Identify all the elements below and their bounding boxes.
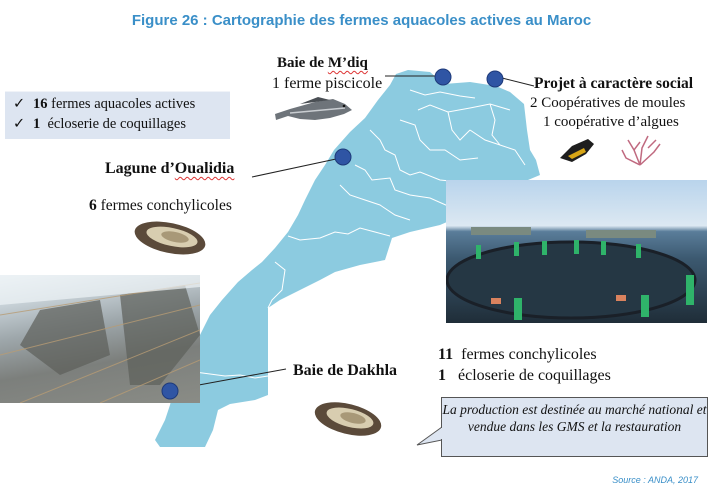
summary-count: 16 [33,96,48,112]
site-name-social-project: Projet à caractère social [534,75,694,92]
oyster-tables-illustration [0,275,200,403]
site-count: 1 [438,367,446,384]
checkmark-icon: ✓ [13,96,26,112]
checkmark-icon: ✓ [13,116,26,132]
summary-text: fermes aquacoles actives [51,96,196,112]
site-detail-oualidia: 6 fermes conchylicoles [89,197,232,215]
oyster-tables-photo [0,275,200,403]
region-borders [194,89,526,379]
callout-box: La production est destinée au marché nat… [441,397,708,457]
map-landmass [155,70,540,447]
site-detail-mussels: 2 Coopératives de moules [530,95,686,111]
fish-cage-illustration [446,227,697,320]
marker-mdiq[interactable] [434,68,452,86]
marker-oualidia[interactable] [334,148,352,166]
site-detail-dakhla-hatchery: 1 écloserie de coquillages [438,367,611,385]
site-detail-dakhla-farms: 11 fermes conchylicoles [438,346,597,364]
site-name-oualidia: Lagune d’Oualidia [105,160,235,177]
summary-item: ✓ 1 écloserie de coquillages [13,116,186,133]
summary-count: 1 [33,116,41,132]
summary-box: ✓ 16 fermes aquacoles actives ✓ 1 écloseri… [5,91,230,139]
site-name-mdiq: Baie de M’diq [277,55,368,71]
site-detail-text: fermes conchylicoles [461,346,597,363]
site-detail-algae: 1 coopérative d’algues [543,114,679,130]
summary-text: écloserie de coquillages [47,116,187,132]
site-name-oualidia-text: Oualidia [174,160,235,177]
site-name-mdiq-text: M’diq [327,55,368,71]
site-name-dakhla: Baie de Dakhla [293,362,398,379]
fish-cage-photo [446,180,707,323]
summary-item: ✓ 16 fermes aquacoles actives [13,96,195,113]
site-count: 11 [438,346,454,363]
source-note: Source : ANDA, 2017 [612,475,698,485]
site-detail-text: écloserie de coquillages [458,367,611,384]
site-count: 6 [89,197,97,214]
site-detail-text: fermes conchylicoles [100,197,232,214]
site-detail-mdiq: 1 ferme piscicole [272,75,383,92]
site-markers [334,68,504,166]
marker-social-project[interactable] [486,70,504,88]
figure-title: Figure 26 : Cartographie des fermes aqua… [131,12,592,29]
